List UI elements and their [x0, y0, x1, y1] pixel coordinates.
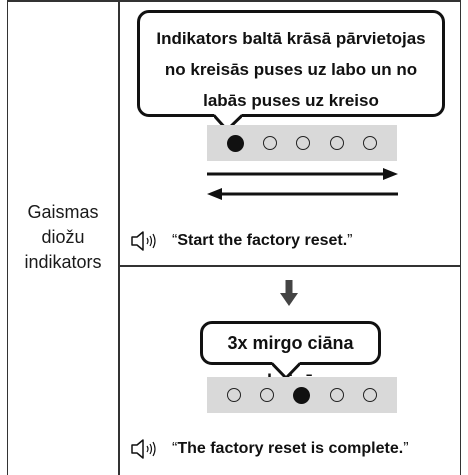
label-line-1: Gaismas [27, 202, 99, 222]
bubble-line: labās puses uz kreiso [203, 91, 379, 110]
arrow-right-icon [207, 168, 398, 180]
led-light [363, 136, 378, 150]
table-frame [7, 0, 461, 475]
led-indicator-label: Gaismas diožu indikators [8, 200, 118, 275]
label-line-3: indikators [24, 252, 102, 272]
led-light [293, 386, 311, 404]
bubble-line: no kreisās puses uz labo un no [164, 60, 418, 79]
led-light [263, 136, 278, 150]
led-light [329, 136, 344, 150]
speaker-icon [131, 231, 156, 251]
led-light [329, 388, 344, 402]
voice-prompt-2: “The factory reset is complete.” [130, 438, 409, 460]
led-light [363, 388, 378, 402]
column-divider [118, 0, 120, 475]
direction-arrows [207, 168, 398, 200]
step2-speech-bubble: 3x mirgo ciāna krāsā [200, 321, 381, 391]
led-light [260, 388, 275, 402]
led-light [226, 134, 244, 152]
speaker-icon [131, 439, 156, 459]
led-strip-step2 [207, 377, 397, 413]
voice-text: “The factory reset is complete.” [172, 440, 409, 457]
table-top-border [7, 0, 461, 2]
arrow-left-icon [207, 188, 398, 200]
led-light [296, 136, 311, 150]
label-line-2: diožu [41, 227, 85, 247]
row-divider [118, 265, 461, 267]
step1-speech-bubble: Indikators baltā krāsā pārvietojas no kr… [137, 10, 445, 117]
arrow-down-icon [280, 280, 298, 306]
bubble-line: Indikators baltā krāsā pārvietojas [156, 29, 426, 48]
led-strip-step1 [207, 125, 397, 161]
led-light [226, 388, 241, 402]
voice-text: “Start the factory reset.” [172, 232, 353, 249]
voice-prompt-1: “Start the factory reset.” [130, 230, 353, 252]
